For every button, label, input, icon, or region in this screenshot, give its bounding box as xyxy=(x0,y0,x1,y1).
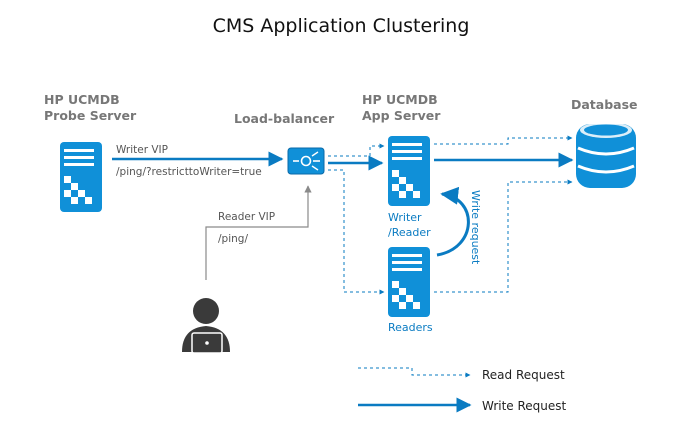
database-icon xyxy=(576,122,636,188)
write-request-vertical-label: Write request xyxy=(469,190,482,265)
load-balancer-label: Load-balancer xyxy=(234,111,335,126)
readers-server-icon xyxy=(388,247,430,317)
writer-reader-server-icon xyxy=(388,136,430,206)
writer-to-db-read-arrow xyxy=(434,135,573,145)
load-balancer-icon xyxy=(287,147,325,175)
probe-server-label-line1: HP UCMDB xyxy=(44,92,120,107)
readers-label: Readers xyxy=(388,321,433,334)
readers-to-db-arrow xyxy=(434,179,573,293)
writer-reader-label-line2: /Reader xyxy=(388,226,431,239)
app-server-label-line1: HP UCMDB xyxy=(362,92,438,107)
probe-server-icon xyxy=(60,142,102,212)
writer-vip-path: /ping/?restricttoWriter=true xyxy=(116,166,262,178)
lb-to-readers-arrow xyxy=(328,169,385,295)
legend-read-request-label: Read Request xyxy=(482,368,565,382)
database-label: Database xyxy=(571,97,638,112)
lb-to-writer-read-arrow xyxy=(328,143,385,157)
probe-server-label-line2: Probe Server xyxy=(44,108,137,123)
reader-vip-arrow xyxy=(205,185,312,280)
writer-reader-label-line1: Writer xyxy=(388,211,422,224)
reader-vip-path: /ping/ xyxy=(218,233,248,245)
writer-vip-label: Writer VIP xyxy=(116,144,168,156)
app-server-label-line2: App Server xyxy=(362,108,441,123)
legend-write-request-label: Write Request xyxy=(482,399,567,413)
user-laptop-icon xyxy=(182,298,230,354)
reader-vip-label: Reader VIP xyxy=(218,211,275,223)
diagram-title: CMS Application Clustering xyxy=(213,15,470,37)
write-request-curve-arrow xyxy=(436,186,470,257)
legend-read-request-line xyxy=(358,367,471,378)
